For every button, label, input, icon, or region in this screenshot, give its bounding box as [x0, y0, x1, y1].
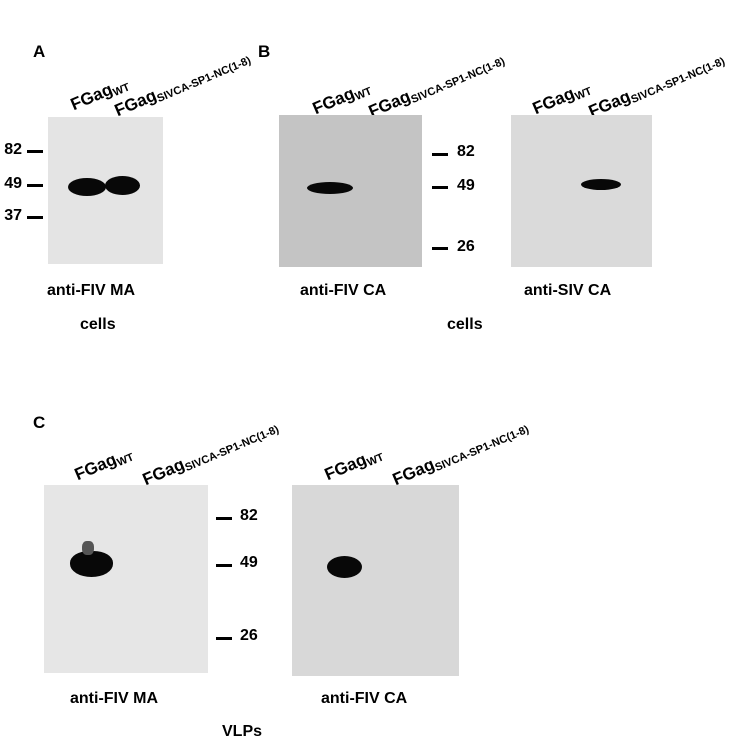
- marker-tick: [27, 216, 43, 219]
- panel-c-left-blot: [44, 485, 208, 673]
- lane-name: FGag: [389, 454, 438, 490]
- marker-tick: [216, 564, 232, 567]
- panel-b-right-blot: [511, 115, 652, 267]
- band-mutant: [105, 176, 140, 195]
- lane-subscript: SIVCA-SP1-NC(1-8): [183, 423, 281, 475]
- lane-name: FGag: [529, 83, 578, 119]
- lane-subscript: WT: [115, 451, 136, 470]
- panel-b-left-lane-1-label: FGagWT: [310, 78, 374, 120]
- panel-b-right-lane-1-label: FGagWT: [530, 78, 594, 120]
- marker-tick: [432, 186, 448, 189]
- lane-subscript: SIVCA-SP1-NC(1-8): [155, 54, 253, 106]
- panel-b-group-label: cells: [447, 316, 483, 333]
- panel-b-right-lane-2-label: FGagSIVCA-SP1-NC(1-8): [586, 48, 727, 123]
- band-smear: [82, 541, 94, 555]
- lane-subscript: SIVCA-SP1-NC(1-8): [409, 55, 507, 107]
- panel-a-group-label: cells: [80, 316, 116, 333]
- panel-a-letter: A: [33, 42, 46, 61]
- marker-49: 49: [240, 554, 258, 571]
- lane-subscript: SIVCA-SP1-NC(1-8): [433, 423, 531, 475]
- panel-b-left-blot: [279, 115, 422, 267]
- marker-tick: [216, 637, 232, 640]
- marker-82: 82: [457, 143, 475, 160]
- panel-a-lane-2-label: FGagSIVCA-SP1-NC(1-8): [112, 47, 253, 122]
- marker-82: 82: [240, 507, 258, 524]
- panel-c-left-lane-1-label: FGagWT: [72, 444, 136, 486]
- panel-c-left-caption: anti-FIV MA: [70, 690, 158, 707]
- band-wt: [70, 551, 113, 577]
- lane-name: FGag: [67, 79, 116, 115]
- panel-c-right-lane-2-label: FGagSIVCA-SP1-NC(1-8): [390, 416, 531, 491]
- band-mutant: [581, 179, 621, 190]
- panel-b-left-lane-2-label: FGagSIVCA-SP1-NC(1-8): [366, 48, 507, 123]
- marker-49: 49: [457, 177, 475, 194]
- marker-49: 49: [4, 175, 22, 192]
- lane-name: FGag: [71, 449, 120, 485]
- lane-name: FGag: [321, 449, 370, 485]
- marker-26: 26: [457, 238, 475, 255]
- panel-c-right-caption: anti-FIV CA: [321, 690, 408, 707]
- marker-tick: [27, 150, 43, 153]
- lane-subscript: SIVCA-SP1-NC(1-8): [629, 55, 727, 107]
- marker-tick: [27, 184, 43, 187]
- marker-82: 82: [4, 141, 22, 158]
- panel-c-letter: C: [33, 413, 46, 432]
- marker-tick: [216, 517, 232, 520]
- marker-26: 26: [240, 627, 258, 644]
- panel-a-caption: anti-FIV MA: [47, 282, 135, 299]
- band-wt: [68, 178, 106, 196]
- band-wt: [307, 182, 353, 194]
- lane-name: FGag: [139, 454, 188, 490]
- panel-b-right-caption: anti-SIV CA: [524, 282, 612, 299]
- panel-c-right-lane-1-label: FGagWT: [322, 444, 386, 486]
- lane-subscript: WT: [365, 451, 386, 470]
- panel-b-letter: B: [258, 42, 271, 61]
- marker-tick: [432, 153, 448, 156]
- marker-tick: [432, 247, 448, 250]
- panel-c-left-lane-2-label: FGagSIVCA-SP1-NC(1-8): [140, 416, 281, 491]
- band-wt: [327, 556, 362, 578]
- panel-b-left-caption: anti-FIV CA: [300, 282, 387, 299]
- panel-c-right-blot: [292, 485, 459, 676]
- marker-37: 37: [4, 207, 22, 224]
- panel-c-group-label: VLPs: [222, 723, 263, 740]
- lane-name: FGag: [309, 83, 358, 119]
- panel-a-blot: [48, 117, 163, 264]
